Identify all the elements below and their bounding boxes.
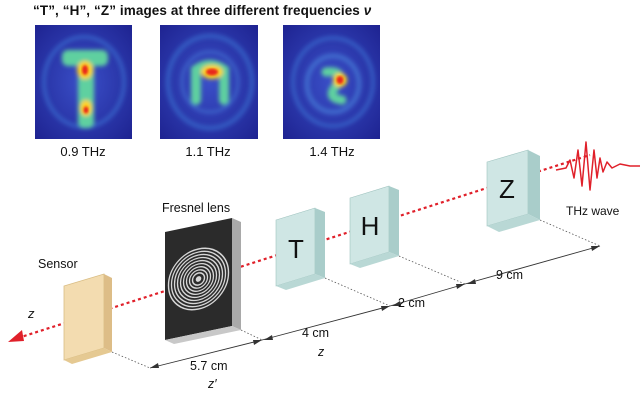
object-h-letter: H: [361, 211, 380, 241]
z-axis-label: z: [27, 306, 35, 321]
fresnel-zone-rings: [166, 246, 231, 312]
fresnel-lens-label: Fresnel lens: [162, 201, 230, 215]
object-z: Z: [486, 149, 540, 232]
dim-9-cm: 9 cm: [496, 268, 523, 282]
dim-5-7-cm: 5.7 cm: [190, 359, 228, 373]
thz-wave: [555, 141, 640, 191]
frequency-symbol: ν: [363, 3, 372, 18]
thumb-label-1: 1.1 THz: [185, 144, 230, 159]
thumbnail-1-4-thz: [283, 25, 380, 139]
dim-z: z: [317, 345, 325, 359]
sensor-label: Sensor: [38, 257, 78, 271]
dimension-lines: [111, 219, 601, 369]
object-t-letter: T: [288, 234, 304, 264]
dim-4-cm: 4 cm: [302, 326, 329, 340]
object-t: T: [275, 207, 325, 290]
dim-z-prime: z′: [207, 377, 217, 391]
dim-2-cm: 2 cm: [398, 296, 425, 310]
title-text: “T”, “H”, “Z” images at three different …: [33, 3, 360, 18]
object-z-letter: Z: [499, 174, 515, 204]
thumb-label-0: 0.9 THz: [60, 144, 105, 159]
thumb-label-2: 1.4 THz: [309, 144, 354, 159]
object-h: H: [349, 185, 399, 268]
thumbnail-0-9-thz: [35, 25, 132, 139]
sensor: [63, 273, 112, 364]
figure-title: “T”, “H”, “Z” images at three different …: [33, 3, 371, 18]
z-axis-arrowhead: [8, 330, 24, 342]
thz-wave-label: THz wave: [566, 204, 620, 218]
thumbnail-1-1-thz: [160, 25, 258, 139]
fresnel-lens: [165, 218, 241, 344]
dimension-arrows: [149, 245, 601, 369]
